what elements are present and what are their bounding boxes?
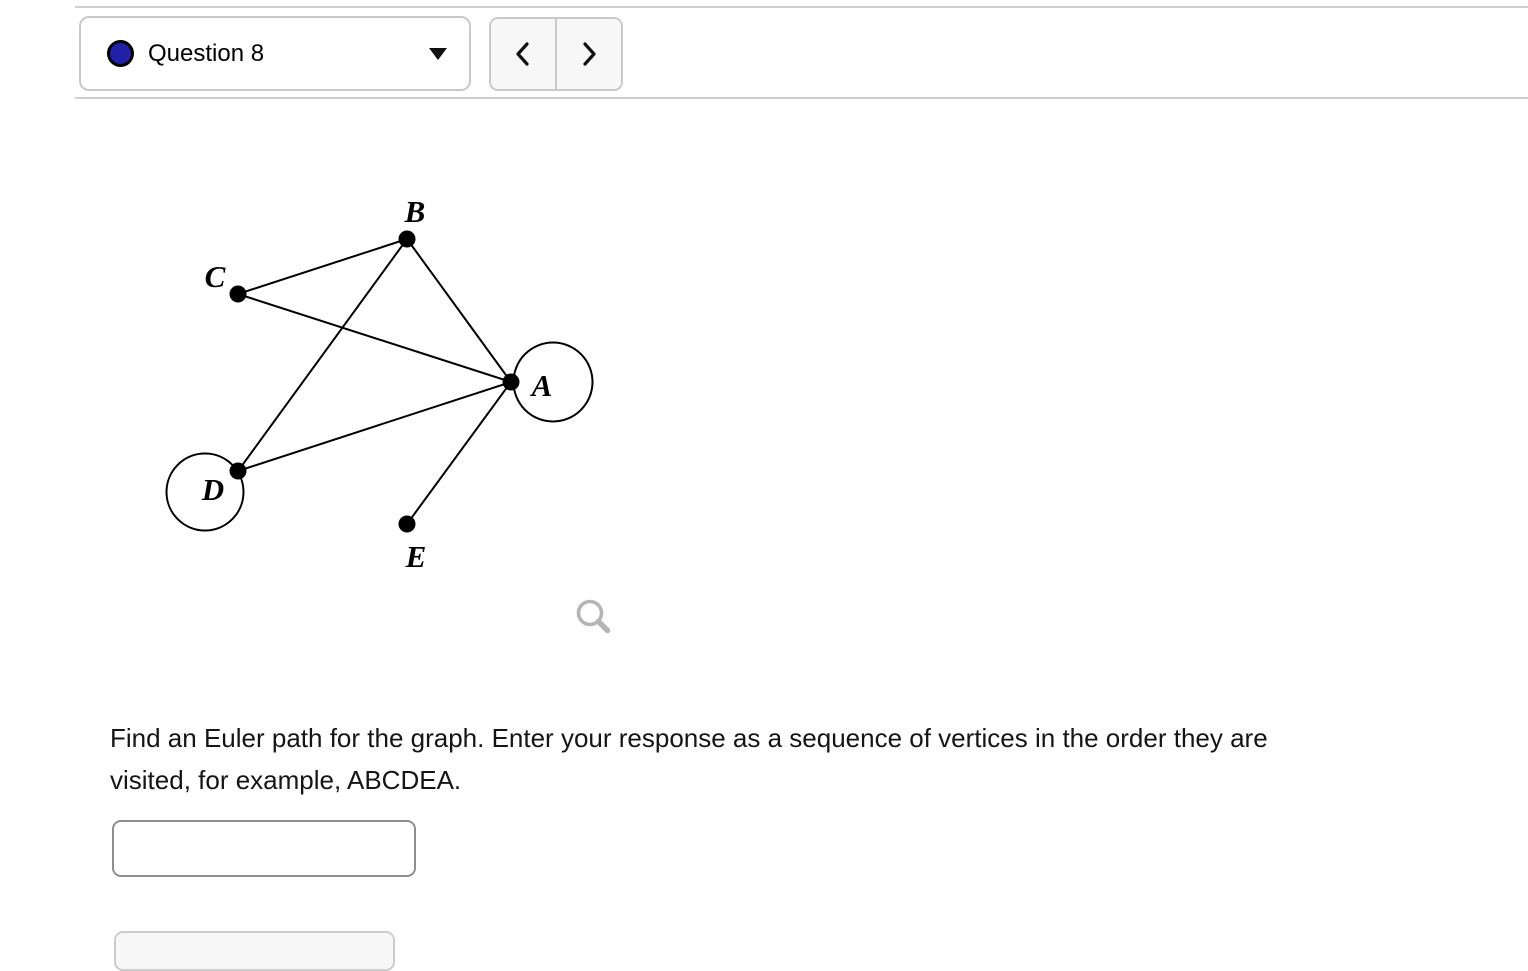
chevron-left-icon <box>516 42 529 66</box>
vertex-D-dot <box>229 462 247 480</box>
toolbar-bottom-divider <box>75 97 1528 99</box>
chevron-right-icon <box>583 42 596 66</box>
question-prompt: Find an Euler path for the graph. Enter … <box>110 717 1514 801</box>
edge-C-A <box>237 293 512 383</box>
question-prompt-line2: visited, for example, ABCDEA. <box>110 765 462 795</box>
vertex-A-dot <box>502 373 520 391</box>
nav-divider <box>555 19 557 89</box>
self-loop-D <box>165 452 245 532</box>
question-nav-group <box>489 17 623 91</box>
self-loop-A <box>512 341 594 423</box>
edge-B-D <box>237 238 408 472</box>
answer-input[interactable] <box>112 820 416 877</box>
magnifier-icon[interactable] <box>570 593 616 641</box>
question-prompt-line1: Find an Euler path for the graph. Enter … <box>110 723 1268 753</box>
question-status-dot-icon <box>107 40 134 67</box>
vertex-D-label: D <box>201 472 224 507</box>
vertex-B-label: B <box>404 194 426 229</box>
edge-A-E <box>406 381 512 525</box>
question-selector-dropdown[interactable]: Question 8 <box>79 16 471 91</box>
edge-B-C <box>237 238 408 295</box>
caret-down-icon <box>429 47 447 60</box>
vertex-E-label: E <box>405 539 427 574</box>
vertex-C-dot <box>229 285 247 303</box>
vertex-B-dot <box>398 230 416 248</box>
edge-D-A <box>237 381 512 472</box>
vertex-A-label: A <box>530 368 553 403</box>
partial-bottom-element[interactable] <box>114 931 395 971</box>
next-question-button[interactable] <box>557 19 621 89</box>
vertex-C-label: C <box>205 259 226 294</box>
edge-B-A <box>406 238 512 383</box>
top-divider <box>75 6 1528 8</box>
question-selector-label: Question 8 <box>148 39 265 67</box>
vertex-E-dot <box>398 515 416 533</box>
prev-question-button[interactable] <box>491 19 555 89</box>
